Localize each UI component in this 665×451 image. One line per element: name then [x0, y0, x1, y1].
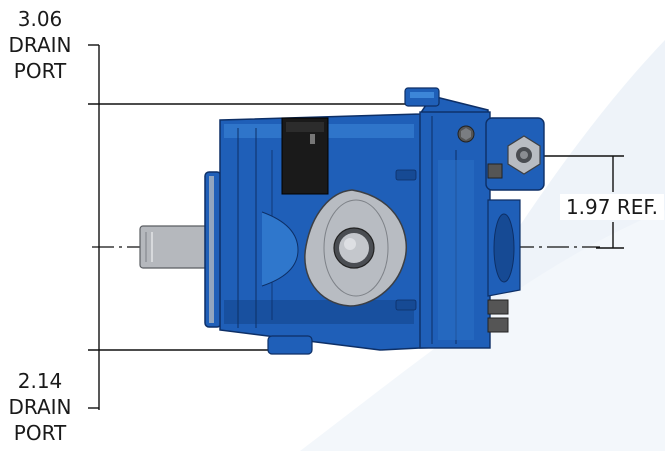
reference-dimension: 1.97 REF.: [560, 194, 664, 220]
bolt: [487, 299, 509, 315]
bolt: [487, 163, 503, 179]
top-drain-line1: DRAIN: [8, 33, 72, 57]
pump-body: [139, 87, 545, 355]
bottom-drain-line2: PORT: [13, 421, 67, 445]
bottom-drain-line1: DRAIN: [8, 395, 72, 419]
bolt: [487, 317, 509, 333]
top-drain-port-dimension: 3.06 DRAIN PORT: [4, 6, 76, 84]
bottom-drain-port-dimension: 2.14 DRAIN PORT: [4, 368, 76, 446]
top-drain-line2: PORT: [13, 59, 67, 83]
bottom-drain-value: 2.14: [17, 369, 63, 393]
dimension-lines: [88, 44, 624, 410]
top-drain-value: 3.06: [17, 7, 63, 31]
bottom-drain-port: [267, 335, 313, 355]
